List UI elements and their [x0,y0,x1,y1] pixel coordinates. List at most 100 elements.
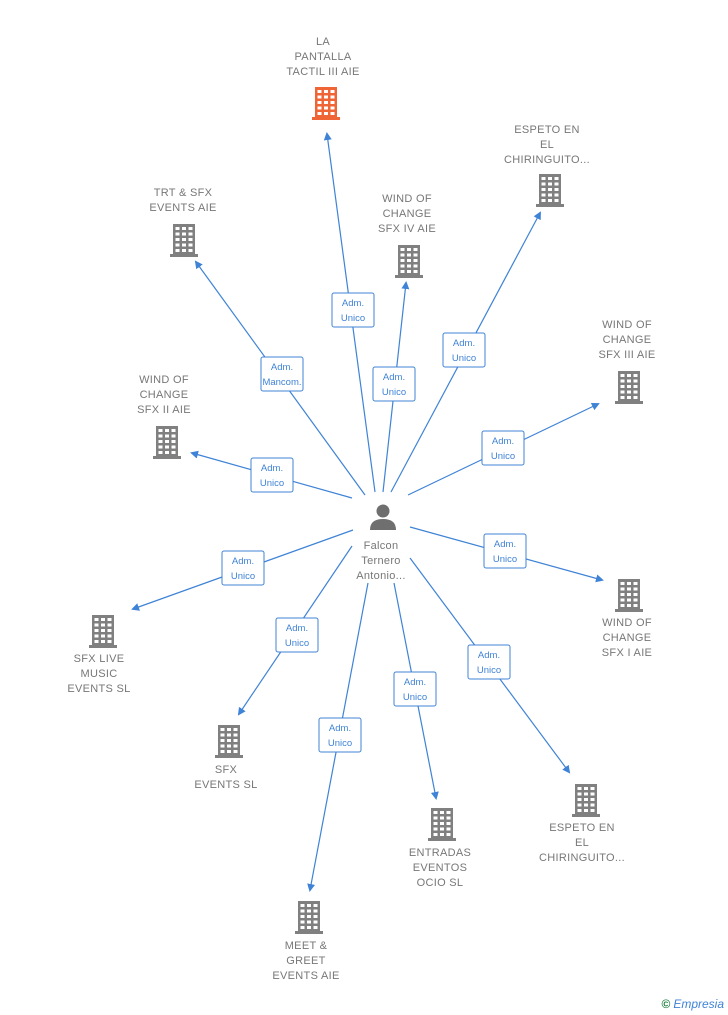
relation-badge[interactable]: Adm. Unico [481,430,525,466]
company-label-line: MUSIC [81,668,118,680]
relation-label-line: Unico [341,313,365,324]
relation-badge[interactable]: Adm.Unico [467,644,511,680]
relation-label-line: Unico [403,692,427,703]
company-label-line: WIND OF [139,374,189,386]
relation-label-line: Adm. [478,650,500,661]
company-label-line: PANTALLA [294,51,351,63]
building-icon [428,808,456,841]
relation-badge[interactable]: Adm. Unico [393,671,437,707]
company-label-line: SFX II AIE [137,404,191,416]
company-node-wind-ii[interactable]: WIND OF CHANGE SFX II AIE [137,374,191,459]
relation-label-line: Adm. [261,463,283,474]
brand-logo-text[interactable]: Empresia [673,997,724,1011]
relation-label-line: Unico [452,353,476,364]
building-icon [615,579,643,612]
relation-label-line: Unico [328,738,352,749]
company-node-sfx-live[interactable]: SFX LIVE MUSIC EVENTS SL [67,615,130,695]
company-label-line: EVENTS SL [194,779,257,791]
edge-sfx-live: Adm. Unico [131,529,354,611]
company-label-line: OCIO SL [417,877,464,889]
relation-label-line: Adm. [342,298,364,309]
company-node-entradas[interactable]: ENTRADAS EVENTOS OCIO SL [409,808,471,889]
edge-meet-greet: Adm. Unico [307,582,369,892]
company-label-line: WIND OF [602,319,652,331]
company-node-trt-sfx[interactable]: TRT & SFX EVENTS AIE [149,187,216,257]
company-label-line: WIND OF [602,617,652,629]
relation-badge[interactable]: Adm.Unico [275,617,319,653]
company-label-line: CHANGE [140,389,189,401]
company-node-sfx-events[interactable]: SFX EVENTS SL [194,725,257,791]
company-label-line: EVENTS AIE [149,202,216,214]
edge-entradas: Adm. Unico [393,582,439,800]
company-label-line: MEET & [285,940,328,952]
relation-label-line: Unico [285,638,309,649]
company-label-line: GREET [286,955,325,967]
building-icon [395,245,423,278]
relation-badge[interactable]: Adm. Unico [221,550,265,586]
company-label-line: SFX IV AIE [378,223,436,235]
relation-badge[interactable]: Adm. Mancom. [260,356,304,392]
building-icon [170,224,198,257]
center-person-node[interactable]: FalconTerneroAntonio... [356,504,405,583]
relation-label-line: Adm. [383,372,405,383]
company-node-espeto-bottom[interactable]: ESPETO EN EL CHIRINGUITO... [539,784,625,864]
relation-label-line: Unico [260,478,284,489]
company-label-line: CHANGE [603,334,652,346]
edge-wind-ii: Adm. Unico [190,450,353,499]
footer-credit: ©Empresia [661,997,724,1011]
company-label-line: SFX LIVE [74,653,125,665]
company-label-line: SFX [215,764,238,776]
person-name-line: Ternero [361,555,400,567]
relation-badge[interactable]: Adm. Unico [331,292,375,328]
building-icon [615,371,643,404]
copyright-symbol: © [661,997,671,1011]
edge-la-pantalla: Adm. Unico [323,132,376,493]
relation-label-line: Adm. [494,539,516,550]
company-label-line: TACTIL III AIE [286,66,359,78]
relation-label-line: Unico [231,571,255,582]
company-label-line: ESPETO EN [514,124,579,136]
company-label-line: LA [316,36,330,48]
company-label-line: CHANGE [383,208,432,220]
relation-label-line: Adm. [492,436,514,447]
person-name-line: Antonio... [356,570,405,582]
company-label-line: ESPETO EN [549,822,614,834]
company-label-line: TRT & SFX [154,187,213,199]
relation-label-line: Mancom. [262,377,301,388]
relation-badge[interactable]: Adm. Unico [250,457,294,493]
company-label-line: EVENTOS [413,862,467,874]
company-label-line: CHIRINGUITO... [504,154,590,166]
building-icon [215,725,243,758]
company-node-la-pantalla[interactable]: LA PANTALLA TACTIL III AIE [286,36,359,120]
edge-espeto-top: Adm. Unico [390,211,541,493]
relation-badge[interactable]: Adm.Unico [372,366,416,402]
nodes-layer: LA PANTALLA TACTIL III AIE TRT & SFX EVENTS … [67,36,655,982]
relation-badge[interactable]: Adm. Unico [318,717,362,753]
company-label-line: CHIRINGUITO... [539,852,625,864]
relation-label-line: Adm. [232,556,254,567]
person-icon [370,504,396,530]
relation-label-line: Adm. [453,338,475,349]
company-label-line: EVENTS SL [67,683,130,695]
edge-trt-sfx: Adm. Mancom. [194,260,366,496]
company-node-espeto-top[interactable]: ESPETO ENELCHIRINGUITO... [504,124,590,207]
company-label-line: EL [575,837,589,849]
relation-label-line: Unico [491,451,515,462]
building-icon [295,901,323,934]
relation-label-line: Adm. [329,723,351,734]
relation-label-line: Adm. [404,677,426,688]
edge-wind-iii: Adm. Unico [407,402,600,496]
building-icon [572,784,600,817]
relation-badge[interactable]: Adm. Unico [442,332,486,368]
edge-sfx-events: Adm.Unico [237,545,353,716]
building-icon [312,87,340,120]
building-icon [89,615,117,648]
company-label-line: ENTRADAS [409,847,471,859]
relation-badge[interactable]: Adm.Unico [483,533,527,569]
relation-label-line: Adm. [271,362,293,373]
